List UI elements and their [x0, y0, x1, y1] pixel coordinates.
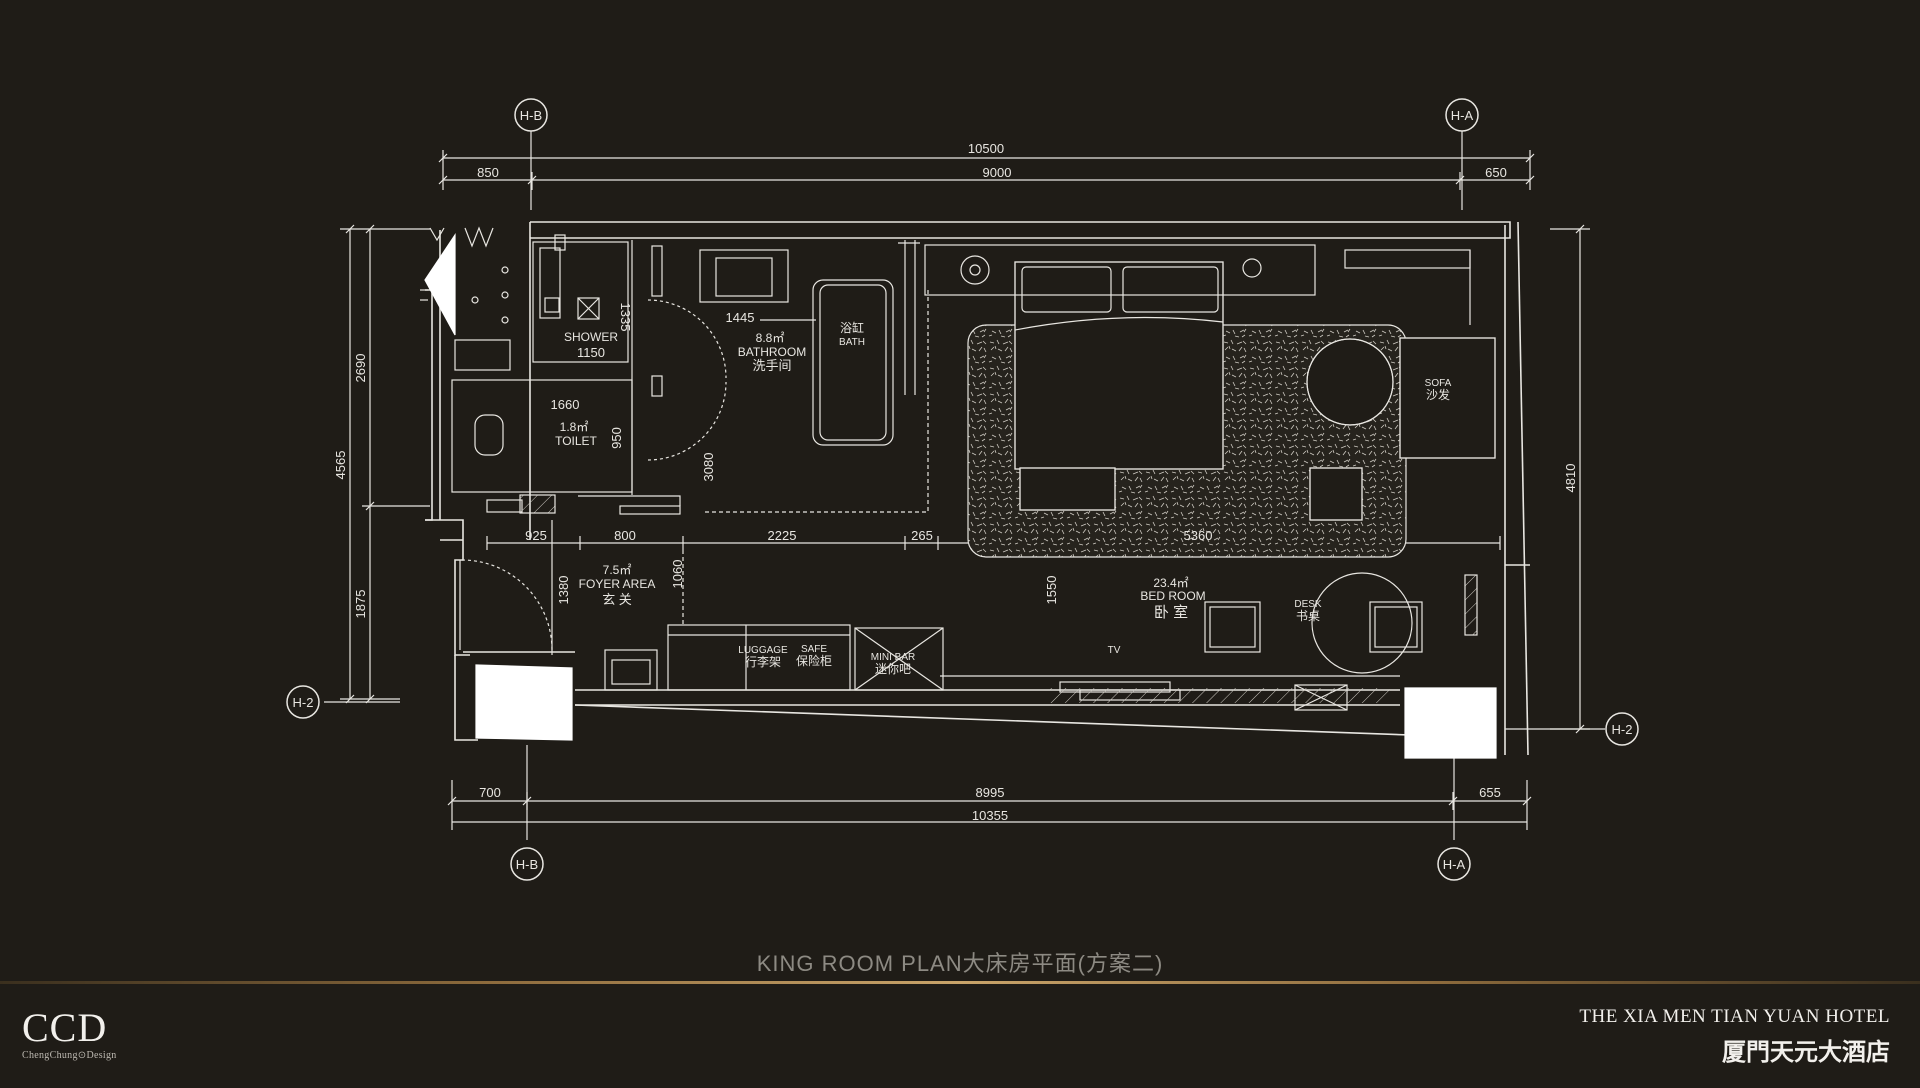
- dim-wc-w: 1660: [551, 397, 580, 412]
- dim-mid-265: 265: [911, 528, 933, 543]
- grid-bubble-h2-left: H-2: [286, 685, 320, 719]
- label-bath-area: 8.8㎡: [756, 331, 785, 345]
- label-minibar-en: MINI BAR: [871, 652, 915, 663]
- dim-bottom-left: 700: [479, 785, 501, 800]
- svg-text:H-A: H-A: [1451, 108, 1474, 123]
- label-bed-area: 23.4㎡: [1153, 576, 1188, 590]
- grid-bubble-hb-bottom: H-B: [510, 847, 544, 881]
- label-bathroom-cn: 洗手间: [752, 358, 791, 373]
- top-dimension-lines: [438, 150, 1535, 190]
- gold-divider: [0, 981, 1920, 984]
- bathroom-block: [451, 234, 929, 515]
- grid-axis-lines: [324, 130, 1605, 840]
- hotel-name-cn: 厦門天元大酒店: [1722, 1040, 1890, 1066]
- grid-bubble-ha-bottom: H-A: [1437, 847, 1471, 881]
- label-tub-cn: 浴缸: [840, 320, 864, 335]
- dim-bath-h: 3080: [701, 453, 716, 482]
- dim-bed-h: 1550: [1044, 576, 1059, 605]
- dim-vanity-w: 1445: [726, 310, 755, 325]
- label-foyer-en: FOYER AREA: [579, 577, 656, 591]
- dim-foyer-h2: 1060: [670, 560, 685, 589]
- dim-right-total: 4810: [1563, 464, 1578, 493]
- dim-shower-h: 1335: [618, 303, 633, 332]
- label-bathroom-en: BATHROOM: [738, 345, 806, 359]
- label-tub-en: BATH: [839, 337, 865, 348]
- label-foyer-area: 7.5㎡: [603, 563, 632, 577]
- label-sofa-en: SOFA: [1425, 378, 1452, 389]
- label-desk-en: DESK: [1294, 599, 1322, 610]
- label-safe-en: SAFE: [801, 644, 827, 655]
- svg-text:H-B: H-B: [516, 857, 538, 872]
- dim-top-left: 850: [477, 165, 499, 180]
- label-toilet-area: 1.8㎡: [560, 420, 589, 434]
- dim-bottom-right: 655: [1479, 785, 1501, 800]
- dim-mid-800: 800: [614, 528, 636, 543]
- label-tv: TV: [1108, 645, 1121, 656]
- label-toilet-en: TOILET: [555, 434, 597, 448]
- label-safe-cn: 保险柜: [796, 653, 832, 668]
- left-dimension-lines: [340, 224, 430, 704]
- hotel-name-block: THE XIA MEN TIAN YUAN HOTEL 厦門天元大酒店: [1579, 1006, 1890, 1067]
- dim-bottom-total: 10355: [972, 808, 1008, 823]
- svg-text:H-A: H-A: [1443, 857, 1466, 872]
- dim-wc-h: 950: [609, 427, 624, 449]
- dim-top-right: 650: [1485, 165, 1507, 180]
- dim-mid-5360: 5360: [1184, 528, 1213, 543]
- dim-left-upper: 2690: [353, 354, 368, 383]
- label-sofa-cn: 沙发: [1426, 387, 1450, 402]
- dim-mid-925: 925: [525, 528, 547, 543]
- bedroom-block: [924, 244, 1496, 711]
- structural-columns: [475, 664, 1497, 759]
- label-shower: SHOWER: [564, 330, 618, 344]
- label-bed-en: BED ROOM: [1140, 589, 1205, 603]
- logo-main-text: CCD: [22, 1005, 108, 1050]
- label-bed-cn: 卧 室: [1154, 604, 1188, 621]
- svg-text:H-2: H-2: [1612, 722, 1633, 737]
- window-wall-details: [420, 226, 509, 336]
- dim-bottom-mid: 8995: [976, 785, 1005, 800]
- svg-text:H-B: H-B: [520, 108, 542, 123]
- dim-foyer-h: 1380: [556, 576, 571, 605]
- ccd-logo: CCD ChengChung⊙Design: [22, 1005, 117, 1062]
- dim-left-total: 4565: [333, 451, 348, 480]
- grid-bubble-ha-top: H-A: [1445, 98, 1479, 132]
- plan-title: KING ROOM PLAN大床房平面(方案二): [756, 951, 1164, 976]
- dim-shower-w: 1150: [577, 345, 605, 360]
- logo-sub-text: ChengChung⊙Design: [22, 1050, 117, 1061]
- dim-top-mid: 9000: [983, 165, 1012, 180]
- label-desk-cn: 书桌: [1296, 609, 1320, 623]
- foyer-block: [459, 520, 944, 691]
- label-luggage-cn: 行李架: [745, 654, 781, 669]
- label-minibar-cn: 迷你吧: [875, 662, 911, 676]
- hotel-name-en: THE XIA MEN TIAN YUAN HOTEL: [1579, 1006, 1890, 1027]
- label-foyer-cn: 玄 关: [602, 592, 632, 607]
- grid-bubble-hb-top: H-B: [514, 98, 548, 132]
- svg-text:H-2: H-2: [293, 695, 314, 710]
- grid-bubble-h2-right: H-2: [1605, 712, 1639, 746]
- dim-top-total: 10500: [968, 141, 1004, 156]
- label-luggage-en: LUGGAGE: [738, 645, 788, 656]
- dim-left-lower: 1875: [353, 590, 368, 619]
- dim-mid-2225: 2225: [768, 528, 797, 543]
